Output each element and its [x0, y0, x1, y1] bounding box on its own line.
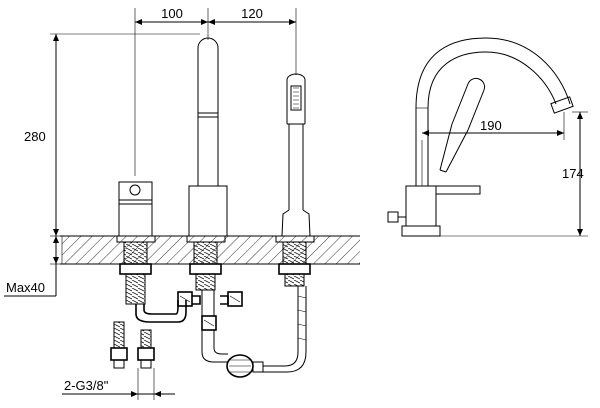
dim-connection: 2-G3/8"	[62, 368, 175, 400]
supply-hoses	[110, 321, 155, 369]
dim-190-label: 190	[480, 118, 502, 133]
dim-reach: 190	[421, 112, 565, 186]
mixer-handle	[118, 181, 153, 237]
spout	[188, 37, 228, 237]
centerlines	[134, 8, 297, 176]
dim-height-front: 280	[24, 33, 200, 237]
hand-shower	[281, 73, 311, 237]
front-view: 100 120 280 Max40	[4, 6, 360, 400]
dim-120-label: 120	[241, 6, 263, 21]
dim-174-label: 174	[562, 166, 584, 181]
dim-100-label: 100	[161, 6, 183, 21]
dim-spacing: 100 120	[135, 6, 296, 25]
connecting-pipe	[135, 290, 243, 331]
dim-connection-label: 2-G3/8"	[64, 378, 109, 393]
hose	[201, 286, 307, 378]
shanks	[116, 235, 315, 305]
dim-deck-max: Max40	[4, 236, 62, 297]
dim-max40-label: Max40	[6, 280, 45, 295]
side-view: 190 174	[387, 37, 588, 237]
dim-height-side: 174	[440, 111, 588, 237]
dim-280-label: 280	[24, 129, 46, 144]
